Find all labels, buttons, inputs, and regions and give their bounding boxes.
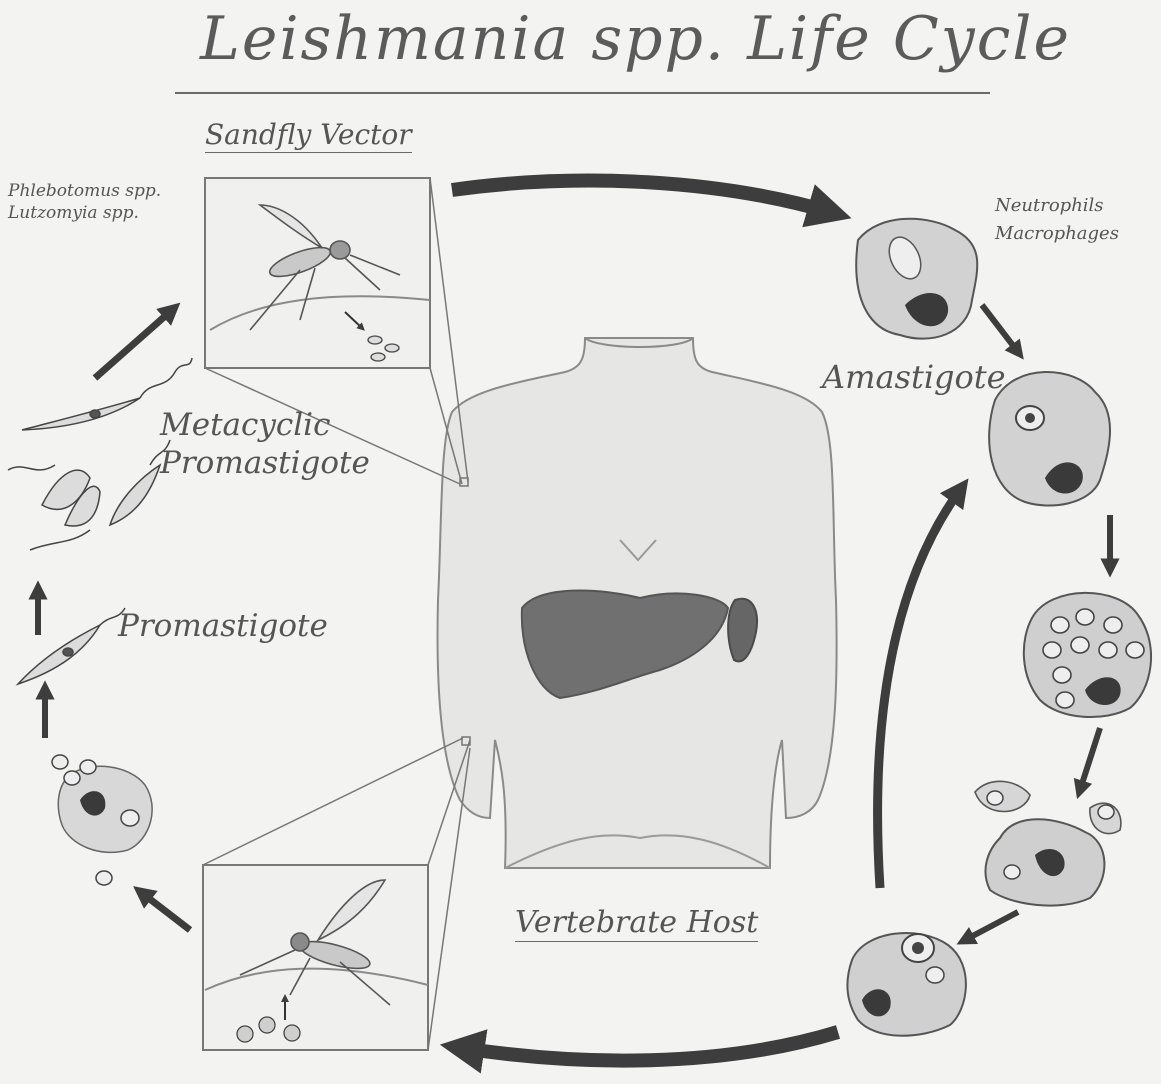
macrophages-label: Macrophages bbox=[995, 220, 1119, 248]
promastigote-icon bbox=[18, 608, 125, 684]
arrow-to-ruptured-cell bbox=[1080, 728, 1100, 790]
amastigote-infected-macrophage-icon bbox=[989, 372, 1110, 506]
arrow-return-to-amastigote bbox=[878, 490, 960, 888]
sandfly-ingestion-inset bbox=[203, 737, 470, 1050]
promastigote-label: Promastigote bbox=[118, 608, 328, 644]
vector-species-labels: Phlebotomus spp. Lutzomyia spp. bbox=[8, 180, 161, 224]
phlebotomus-label: Phlebotomus spp. bbox=[8, 180, 161, 202]
neutrophil-macrophage-cell-icon bbox=[856, 219, 977, 339]
arrow-host-to-sandfly bbox=[462, 1032, 838, 1061]
neutrophils-label: Neutrophils bbox=[995, 192, 1119, 220]
metacyclic-promastigote-label: Metacyclic Promastigote bbox=[160, 406, 370, 482]
arrow-to-sandfly-vector bbox=[95, 310, 172, 378]
arrow-to-new-host-cell bbox=[965, 912, 1018, 940]
vertebrate-host-label: Vertebrate Host bbox=[515, 905, 758, 942]
sandfly-vector-label: Sandfly Vector bbox=[205, 118, 412, 153]
arrow-to-amastigote-cell bbox=[982, 305, 1018, 352]
arrow-sandfly-to-host bbox=[452, 181, 830, 212]
arrow-to-sandfly-midgut bbox=[142, 893, 190, 930]
metacyclic-label-line2: Promastigote bbox=[160, 444, 370, 482]
amastigotes-in-sandfly-gut-icon bbox=[52, 755, 152, 885]
amastigote-label: Amastigote bbox=[822, 358, 1006, 396]
lutzomyia-label: Lutzomyia spp. bbox=[8, 202, 161, 224]
metacyclic-label-line1: Metacyclic bbox=[160, 406, 370, 444]
multiplying-amastigotes-cell-icon bbox=[1024, 593, 1151, 717]
host-cell-labels: Neutrophils Macrophages bbox=[995, 192, 1119, 248]
ruptured-macrophage-icon bbox=[975, 781, 1121, 905]
dividing-promastigotes-icon bbox=[8, 440, 170, 550]
newly-infected-macrophage-icon bbox=[847, 933, 966, 1036]
